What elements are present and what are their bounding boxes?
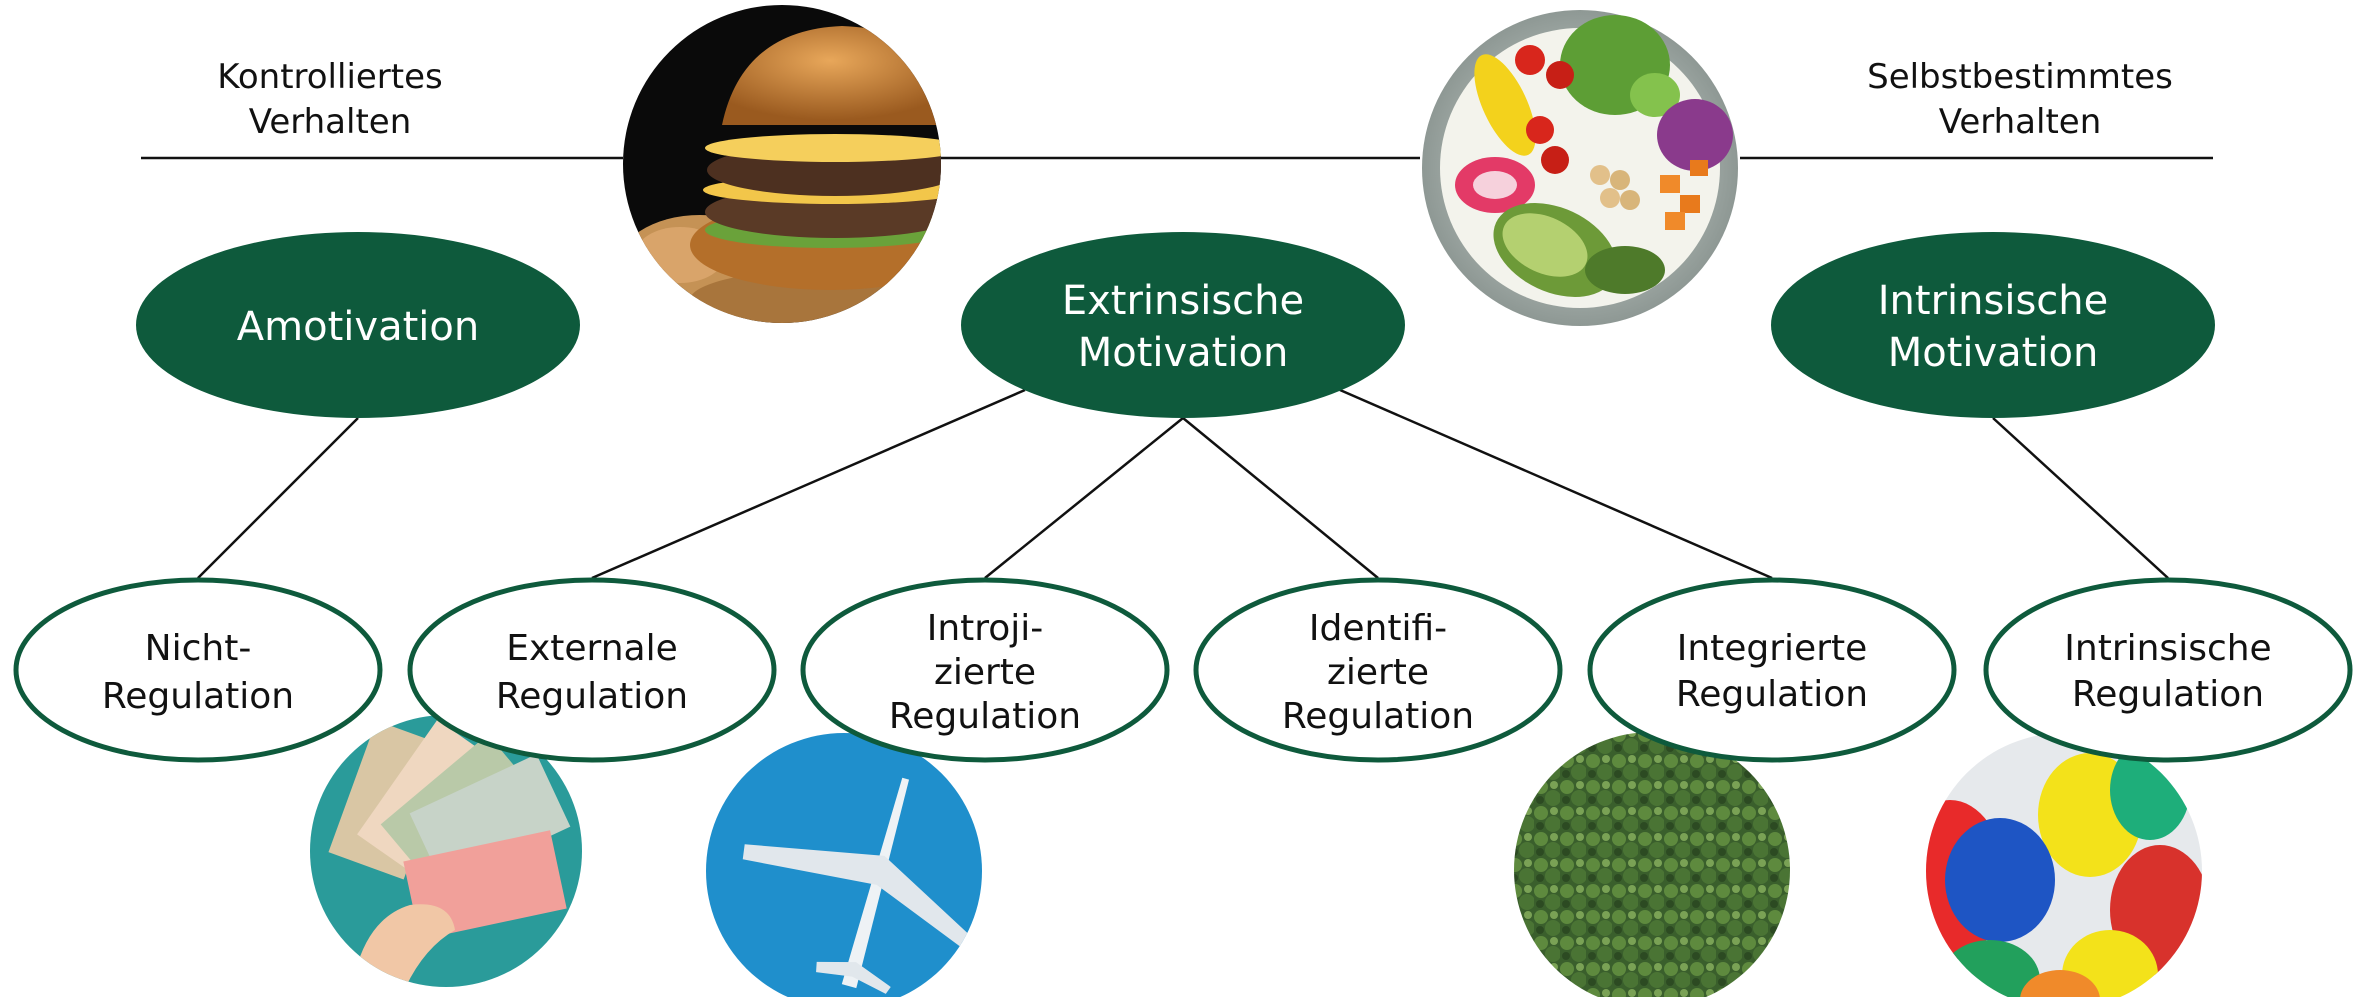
amotivation-label: Amotivation	[237, 304, 479, 350]
node-intrinsische-regulation	[1983, 577, 2353, 763]
nicht-regulation-label: Nicht- Regulation	[102, 628, 294, 717]
node-identifizierte-regulation	[1193, 577, 1563, 763]
right-caption-line-2: Verhalten	[1939, 102, 2102, 142]
identifizierte-regulation-label-line-3: Regulation	[1282, 696, 1474, 737]
node-intrinsic-motivation	[1771, 232, 2215, 418]
introjizierte-regulation-label-line-1: Introji-	[927, 608, 1044, 649]
integrierte-regulation-label-line-2: Regulation	[1676, 674, 1868, 715]
right-caption-line-1: Selbstbestimmtes	[1867, 57, 2173, 97]
externale-regulation-label-line-1: Externale	[506, 628, 678, 669]
externale-regulation-label-line-2: Regulation	[496, 676, 688, 717]
connector-lines	[197, 388, 2169, 580]
connector-extrinsic-integriert	[1339, 388, 1773, 580]
airplane-photo	[706, 733, 982, 997]
intrinsic-motivation-label-line-1: Intrinsische	[1878, 278, 2109, 324]
connector-extrinsic-introjiziert	[984, 417, 1184, 579]
node-amotivation	[136, 232, 580, 418]
intrinsische-regulation-label-line-1: Intrinsische	[2064, 628, 2271, 669]
left-caption-line-2: Verhalten	[249, 102, 412, 142]
connector-intrinsic-intrinsisch	[1992, 417, 2169, 579]
introjizierte-regulation-label-line-2: zierte	[934, 652, 1036, 693]
integrierte-regulation-label-line-1: Integrierte	[1677, 628, 1868, 669]
node-extrinsic-motivation	[961, 232, 1405, 418]
node-nicht-regulation	[13, 577, 383, 763]
node-externale-regulation	[407, 577, 777, 763]
balloons-photo	[1926, 733, 2202, 997]
salad-bowl-photo	[1420, 8, 1740, 328]
amotivation-label-line-1: Amotivation	[237, 304, 479, 350]
identifizierte-regulation-label-line-1: Identifi-	[1309, 608, 1447, 649]
connector-extrinsic-identifiziert	[1182, 417, 1379, 579]
node-introjizierte-regulation	[800, 577, 1170, 763]
burger-photo	[623, 5, 941, 323]
intrinsische-regulation-label-line-2: Regulation	[2072, 674, 2264, 715]
connector-extrinsic-external	[591, 388, 1026, 580]
money-photo	[310, 715, 582, 987]
forest-photo	[1514, 732, 1790, 997]
identifizierte-regulation-label-line-2: zierte	[1327, 652, 1429, 693]
connector-amotivation-nicht	[197, 417, 359, 579]
introjizierte-regulation-label-line-3: Regulation	[889, 696, 1081, 737]
left-caption-line-1: Kontrolliertes	[217, 57, 443, 97]
nicht-regulation-label-line-1: Nicht-	[145, 628, 252, 669]
node-integrierte-regulation	[1587, 577, 1957, 763]
intrinsic-motivation-label-line-2: Motivation	[1888, 330, 2099, 376]
nicht-regulation-label-line-2: Regulation	[102, 676, 294, 717]
extrinsic-motivation-label-line-2: Motivation	[1078, 330, 1289, 376]
extrinsic-motivation-label-line-1: Extrinsische	[1062, 278, 1304, 324]
